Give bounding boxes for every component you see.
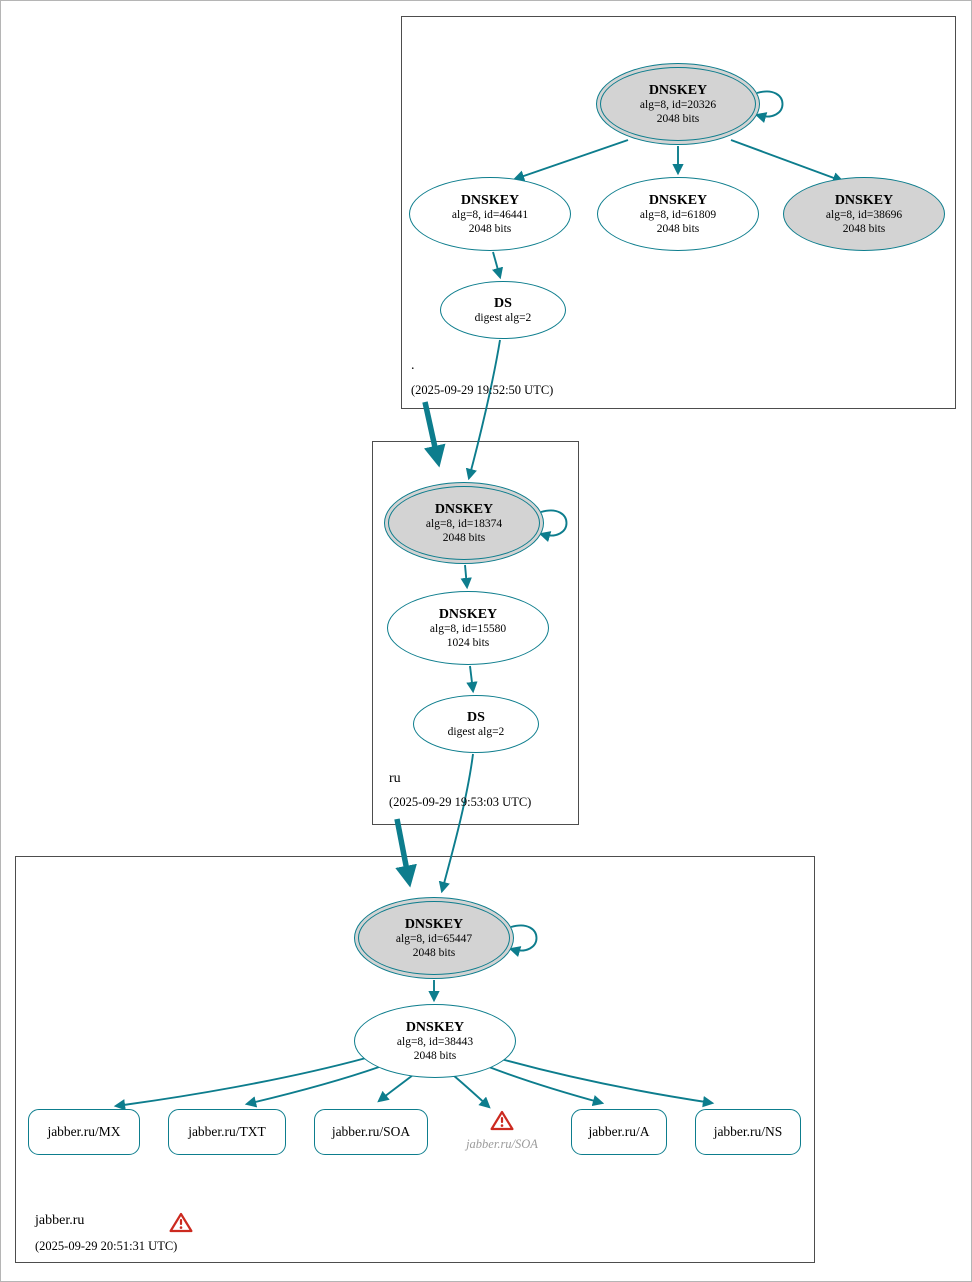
dnskey-15580-node[interactable]: DNSKEY alg=8, id=15580 1024 bits (387, 591, 549, 665)
dnskey-38443-node[interactable]: DNSKEY alg=8, id=38443 2048 bits (354, 1004, 516, 1078)
zone-box-ru (372, 441, 579, 825)
root-ds-node[interactable]: DS digest alg=2 (440, 281, 566, 339)
zone-warning-icon (169, 1212, 193, 1238)
ru-ds-node[interactable]: DS digest alg=2 (413, 695, 539, 753)
dnskey-38696-node[interactable]: DNSKEY alg=8, id=38696 2048 bits (783, 177, 945, 251)
ru-zone-timestamp: (2025-09-29 19:53:03 UTC) (389, 795, 532, 809)
root-zone-edges (465, 90, 845, 481)
root-zone-name: . (411, 358, 415, 373)
dnskey-46441-node[interactable]: DNSKEY alg=8, id=46441 2048 bits (409, 177, 571, 251)
zone-box-jabber-ru (15, 856, 815, 1263)
dnskey-18374-node[interactable]: DNSKEY alg=8, id=18374 2048 bits (384, 482, 544, 564)
dnskey-61809-node[interactable]: DNSKEY alg=8, id=61809 2048 bits (597, 177, 759, 251)
ru-zone-edges (438, 509, 568, 894)
warning-icon (490, 1110, 514, 1136)
rrset-jabber-ru-txt[interactable]: jabber.ru/TXT (168, 1109, 286, 1155)
ru-zone-name: ru (389, 771, 401, 786)
dnskey-65447-node[interactable]: DNSKEY alg=8, id=65447 2048 bits (354, 897, 514, 979)
zone-box-root (401, 16, 956, 409)
delegation-arrows (394, 401, 446, 888)
rrset-jabber-ru-mx[interactable]: jabber.ru/MX (28, 1109, 140, 1155)
rrset-jabber-ru-soa[interactable]: jabber.ru/SOA (314, 1109, 428, 1155)
dnskey-20326-node[interactable]: DNSKEY alg=8, id=20326 2048 bits (596, 63, 760, 145)
jabber-zone-timestamp: (2025-09-29 20:51:31 UTC) (35, 1239, 178, 1253)
root-zone-timestamp: (2025-09-29 19:52:50 UTC) (411, 383, 554, 397)
rrset-jabber-ru-soa-warning[interactable]: jabber.ru/SOA (456, 1110, 548, 1156)
jabber-zone-name: jabber.ru (35, 1213, 85, 1228)
jabber-zone-edges (113, 924, 715, 1111)
rrset-jabber-ru-a[interactable]: jabber.ru/A (571, 1109, 667, 1155)
rrset-jabber-ru-ns[interactable]: jabber.ru/NS (695, 1109, 801, 1155)
